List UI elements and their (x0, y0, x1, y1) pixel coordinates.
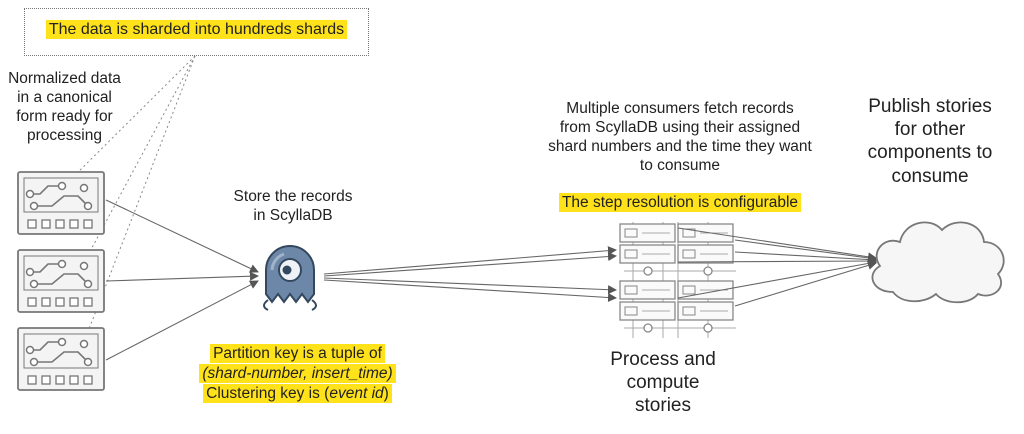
shard-guide-lines (59, 55, 196, 366)
store-line-1: Store the records (233, 188, 353, 205)
publish-line-1: Publish stories (868, 96, 992, 117)
step-resolution-note: The step resolution is configurable (520, 193, 840, 213)
circuit-card-icon (17, 249, 105, 313)
process-line-1: Process and (610, 349, 716, 370)
shard-note: The data is sharded into hundreds shards (24, 20, 369, 40)
consumers-line-4: to consume (639, 156, 721, 174)
clustering-key-field: event id (329, 385, 384, 403)
scylladb-logo-icon (263, 245, 317, 311)
publish-line-4: consume (891, 165, 969, 187)
circuit-card-icon (17, 327, 105, 391)
ingest-arrows (105, 199, 259, 361)
step-resolution-text: The step resolution is configurable (558, 193, 802, 212)
partition-key-tuple: (shard-number, insert_time) (202, 365, 393, 383)
clustering-key-suffix: ) (383, 385, 389, 403)
process-label: Process and compute stories (598, 348, 728, 418)
fetch-arrows (323, 246, 617, 302)
key-description: Partition key is a tuple of (shard-numbe… (180, 344, 415, 404)
store-records-label: Store the records in ScyllaDB (218, 188, 368, 226)
shard-note-text: The data is sharded into hundreds shards (45, 20, 348, 39)
clustering-key-label: Clustering key is ( (206, 385, 330, 403)
publish-line-3: components to (867, 142, 993, 164)
process-line-2: compute (626, 372, 700, 394)
publish-label: Publish stories for other components to … (845, 95, 1015, 188)
consumers-line-2: from ScyllaDB using their assigned (559, 118, 801, 136)
publish-arrows (677, 227, 877, 307)
server-rack-icon (619, 222, 736, 338)
process-line-3: stories (635, 395, 691, 417)
publish-line-2: for other (894, 119, 966, 141)
circuit-card-icon (17, 171, 105, 235)
consumers-line-1: Multiple consumers fetch records (566, 100, 794, 117)
normalized-data-label: Normalized data in a canonical form read… (8, 70, 121, 144)
cloud-icon (871, 221, 1005, 304)
shard-note-box (24, 8, 369, 56)
store-line-2: in ScyllaDB (253, 206, 333, 224)
consumers-line-3: shard numbers and the time they want (548, 137, 812, 155)
consumers-description: Multiple consumers fetch records from Sc… (520, 100, 840, 176)
partition-key-label: Partition key is a tuple of (210, 344, 385, 363)
